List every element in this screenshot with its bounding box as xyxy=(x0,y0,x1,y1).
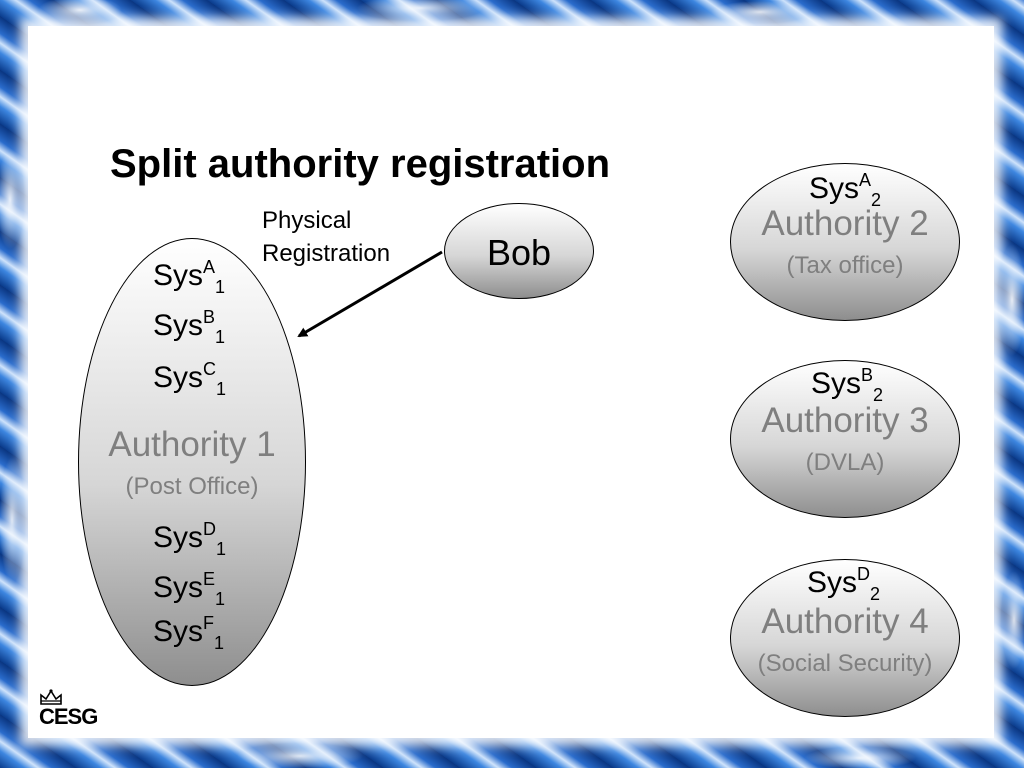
slide-title: Split authority registration xyxy=(110,142,611,186)
sys-b2-sup: B xyxy=(861,365,874,385)
crown-icon xyxy=(40,689,62,705)
sys-c1-sub: 1 xyxy=(216,379,227,399)
sys-a2-sup: A xyxy=(859,170,872,190)
sys-b1-base: Sys xyxy=(153,309,204,342)
sys-a2-sub: 2 xyxy=(871,190,882,210)
sys-b2: SysB2 xyxy=(811,365,883,404)
sys-e1-sub: 1 xyxy=(215,589,226,609)
physical-registration-label: Physical Registration xyxy=(262,204,390,270)
sys-f1-sup: F xyxy=(203,613,215,633)
authority-1-subtitle: (Post Office) xyxy=(125,473,259,500)
sys-d2-base: Sys xyxy=(807,566,858,599)
authority-1-ellipse: SysA1 SysB1 SysC1 Authority 1 (Post Offi… xyxy=(78,238,306,686)
authority-1-name: Authority 1 xyxy=(108,425,276,464)
authority-2-ellipse: SysA2 Authority 2 (Tax office) xyxy=(730,163,960,321)
sys-f1-sub: 1 xyxy=(214,633,225,653)
physical-registration-line2: Registration xyxy=(262,240,391,267)
sys-c1: SysC1 xyxy=(153,359,226,398)
bob-label: Bob xyxy=(486,232,552,273)
sys-e1: SysE1 xyxy=(153,569,225,608)
sys-c1-sup: C xyxy=(203,359,217,379)
authority-3-ellipse: SysB2 Authority 3 (DVLA) xyxy=(730,360,960,518)
authority-3-name: Authority 3 xyxy=(761,401,929,440)
authority-2-name: Authority 2 xyxy=(761,204,929,243)
sys-a2-base: Sys xyxy=(809,172,860,205)
sys-e1-base: Sys xyxy=(153,571,204,604)
authority-2-subtitle: (Tax office) xyxy=(786,252,904,279)
sys-d1-base: Sys xyxy=(153,521,204,554)
sys-d2: SysD2 xyxy=(807,564,880,603)
authority-4-subtitle: (Social Security) xyxy=(757,650,933,677)
sys-b1-sup: B xyxy=(203,307,216,327)
sys-a1-base: Sys xyxy=(153,259,204,292)
authority-4-ellipse: SysD2 Authority 4 (Social Security) xyxy=(730,559,960,717)
sys-d2-sup: D xyxy=(857,564,871,584)
sys-a1-sub: 1 xyxy=(215,277,226,297)
sys-b1: SysB1 xyxy=(153,307,225,346)
sys-a1: SysA1 xyxy=(153,257,225,296)
sys-d1-sub: 1 xyxy=(216,539,227,559)
sys-e1-sup: E xyxy=(203,569,216,589)
sys-b1-sub: 1 xyxy=(215,327,226,347)
sys-d2-sub: 2 xyxy=(870,584,881,604)
cesg-logo-text: CESG xyxy=(39,704,98,729)
sys-a1-sup: A xyxy=(203,257,216,277)
sys-d1: SysD1 xyxy=(153,519,226,558)
sys-d1-sup: D xyxy=(203,519,217,539)
sys-f1: SysF1 xyxy=(153,613,224,652)
authority-3-subtitle: (DVLA) xyxy=(805,449,885,476)
sys-f1-base: Sys xyxy=(153,615,204,648)
arrow-line xyxy=(297,250,443,338)
authority-4-name: Authority 4 xyxy=(761,602,929,641)
sys-b2-base: Sys xyxy=(811,367,862,400)
sys-c1-base: Sys xyxy=(153,361,204,394)
sys-a2: SysA2 xyxy=(809,170,881,209)
cesg-logo: CESG xyxy=(37,688,117,734)
physical-registration-line1: Physical xyxy=(262,207,352,234)
bob-ellipse: Bob xyxy=(444,203,594,299)
sys-b2-sub: 2 xyxy=(873,385,884,405)
